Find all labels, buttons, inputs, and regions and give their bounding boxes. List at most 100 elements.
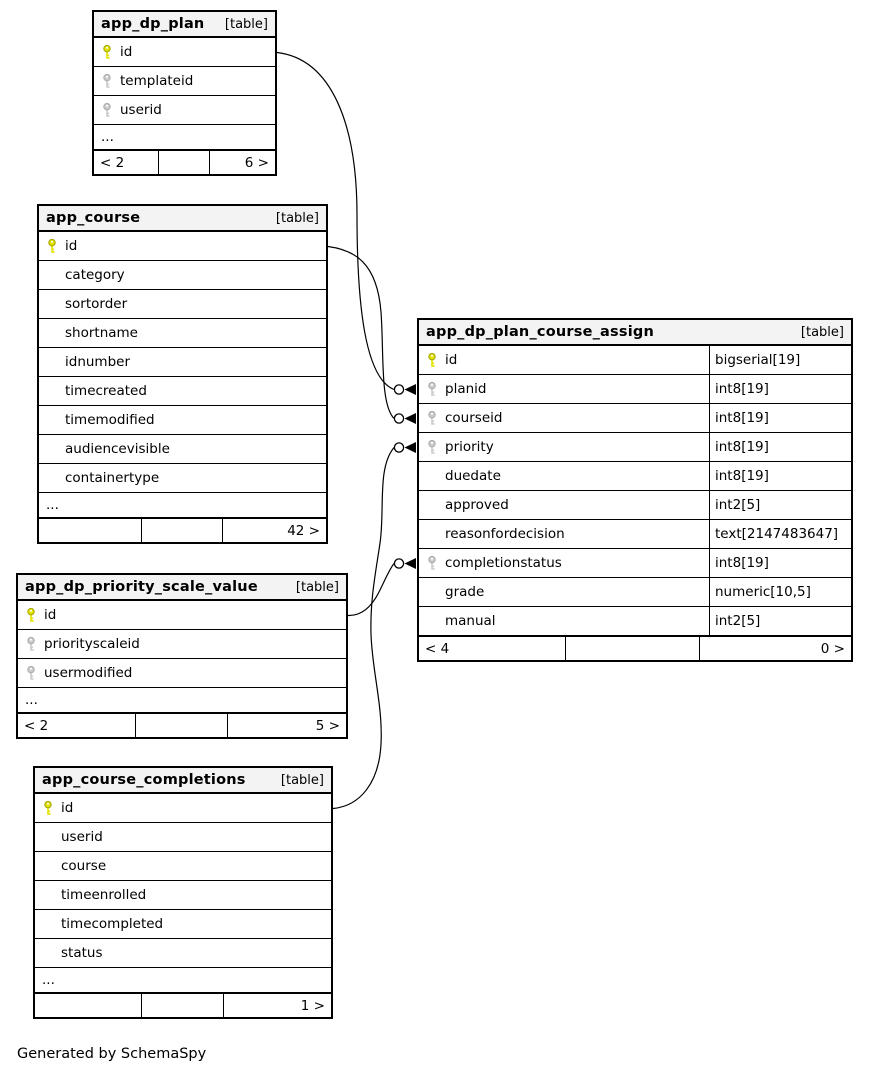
column-name: userid bbox=[120, 102, 162, 118]
table-title-app_dp_priority_scale_value[interactable]: app_dp_priority_scale_value bbox=[25, 579, 258, 595]
ellipsis-row: ... bbox=[35, 968, 331, 993]
table-header: app_dp_plan [table] bbox=[94, 12, 275, 38]
column-row-id: id bbox=[39, 232, 326, 261]
column-type: int8[19] bbox=[709, 375, 851, 403]
column-row-id: id bbox=[18, 601, 346, 630]
table-title-app_course_completions[interactable]: app_course_completions bbox=[42, 772, 246, 788]
child-count: 1 > bbox=[300, 997, 325, 1014]
foreign-key-icon bbox=[94, 73, 120, 89]
column-name: id bbox=[120, 44, 133, 60]
parent-count bbox=[39, 519, 143, 542]
table-footer: < 4 0 > bbox=[419, 636, 851, 660]
column-name: containertype bbox=[65, 470, 160, 486]
primary-key-icon bbox=[35, 800, 61, 816]
column-row-templateid: templateid bbox=[94, 67, 275, 96]
relation-arrowhead-courseid bbox=[404, 413, 416, 424]
column-row-timeenrolled: timeenrolled bbox=[35, 881, 331, 910]
primary-key-icon bbox=[94, 44, 120, 60]
column-row-status: status bbox=[35, 939, 331, 968]
column-row-usermodified: usermodified bbox=[18, 659, 346, 688]
foreign-key-icon bbox=[419, 439, 445, 455]
relation-arrowhead-priority bbox=[404, 442, 416, 453]
column-name: reasonfordecision bbox=[445, 526, 565, 542]
column-name: course bbox=[61, 858, 107, 874]
child-count: 42 > bbox=[287, 522, 320, 539]
column-row-completionstatus: completionstatus int8[19] bbox=[419, 549, 851, 578]
column-name: id bbox=[445, 352, 458, 368]
column-row-reasonfordecision: reasonfordecision text[2147483647] bbox=[419, 520, 851, 549]
table-header: app_course [table] bbox=[39, 206, 326, 232]
relation-endpoint-planid bbox=[393, 384, 405, 395]
child-count: 0 > bbox=[820, 640, 845, 657]
column-row-idnumber: idnumber bbox=[39, 348, 326, 377]
relation-curve-app_dp_priority_scale_value-completionstatus bbox=[347, 563, 395, 617]
column-row-course: course bbox=[35, 852, 331, 881]
column-name: category bbox=[65, 267, 125, 283]
foreign-key-icon bbox=[419, 410, 445, 426]
column-row-shortname: shortname bbox=[39, 319, 326, 348]
relation-arrowhead-planid bbox=[404, 384, 416, 395]
parent-count: < 4 bbox=[419, 637, 566, 660]
relation-arrowhead-completionstatus bbox=[404, 558, 416, 569]
column-name: templateid bbox=[120, 73, 194, 89]
generated-by-note: Generated by SchemaSpy bbox=[17, 1046, 207, 1062]
table-header: app_course_completions [table] bbox=[35, 768, 331, 794]
table-title-app_course[interactable]: app_course bbox=[46, 210, 141, 226]
column-name: status bbox=[61, 945, 103, 961]
table-title-app_dp_plan[interactable]: app_dp_plan bbox=[101, 16, 205, 32]
footer-spacer bbox=[142, 994, 225, 1017]
column-name: priority bbox=[445, 439, 494, 455]
column-name: timecompleted bbox=[61, 916, 164, 932]
table-node-app_course: app_course [table] id category sortorder… bbox=[37, 204, 328, 544]
footer-spacer bbox=[136, 714, 228, 737]
table-node-app_dp_plan_course_assign: app_dp_plan_course_assign [table] id big… bbox=[417, 318, 853, 662]
column-name: usermodified bbox=[44, 665, 133, 681]
table-footer: 42 > bbox=[39, 518, 326, 542]
column-row-timecreated: timecreated bbox=[39, 377, 326, 406]
parent-count: < 2 bbox=[94, 151, 160, 174]
column-name: completionstatus bbox=[445, 555, 562, 571]
column-row-timemodified: timemodified bbox=[39, 406, 326, 435]
footer-spacer bbox=[159, 151, 210, 174]
column-type: int2[5] bbox=[709, 607, 851, 635]
column-type: numeric[10,5] bbox=[709, 578, 851, 606]
column-name: priorityscaleid bbox=[44, 636, 140, 652]
child-count: 6 > bbox=[244, 154, 269, 171]
column-row-sortorder: sortorder bbox=[39, 290, 326, 319]
column-row-id: id bigserial[19] bbox=[419, 346, 851, 375]
column-name: audiencevisible bbox=[65, 441, 170, 457]
column-name: id bbox=[65, 238, 78, 254]
ellipsis-text: ... bbox=[46, 497, 59, 513]
parent-count bbox=[35, 994, 142, 1017]
column-name: id bbox=[44, 607, 57, 623]
table-type-tag: [table] bbox=[280, 772, 324, 788]
column-name: shortname bbox=[65, 325, 138, 341]
table-footer: < 2 5 > bbox=[18, 713, 346, 737]
table-footer: 1 > bbox=[35, 993, 331, 1017]
column-type: int8[19] bbox=[709, 549, 851, 577]
relation-endpoint-completionstatus bbox=[393, 558, 405, 569]
column-row-containertype: containertype bbox=[39, 464, 326, 493]
column-name: idnumber bbox=[65, 354, 131, 370]
column-type: int8[19] bbox=[709, 462, 851, 490]
table-type-tag: [table] bbox=[224, 16, 268, 32]
primary-key-icon bbox=[18, 607, 44, 623]
table-title-app_dp_plan_course_assign[interactable]: app_dp_plan_course_assign bbox=[426, 324, 654, 340]
foreign-key-icon bbox=[18, 636, 44, 652]
column-name: manual bbox=[445, 613, 496, 629]
table-node-app_course_completions: app_course_completions [table] id userid… bbox=[33, 766, 333, 1019]
column-row-audiencevisible: audiencevisible bbox=[39, 435, 326, 464]
column-row-userid: userid bbox=[94, 96, 275, 125]
column-name: userid bbox=[61, 829, 103, 845]
column-name: id bbox=[61, 800, 74, 816]
column-type: int2[5] bbox=[709, 491, 851, 519]
column-row-userid: userid bbox=[35, 823, 331, 852]
ellipsis-row: ... bbox=[18, 688, 346, 713]
column-row-priorityscaleid: priorityscaleid bbox=[18, 630, 346, 659]
column-name: timecreated bbox=[65, 383, 147, 399]
column-name: planid bbox=[445, 381, 487, 397]
column-row-grade: grade numeric[10,5] bbox=[419, 578, 851, 607]
column-type: int8[19] bbox=[709, 404, 851, 432]
footer-spacer bbox=[142, 519, 223, 542]
column-row-courseid: courseid int8[19] bbox=[419, 404, 851, 433]
